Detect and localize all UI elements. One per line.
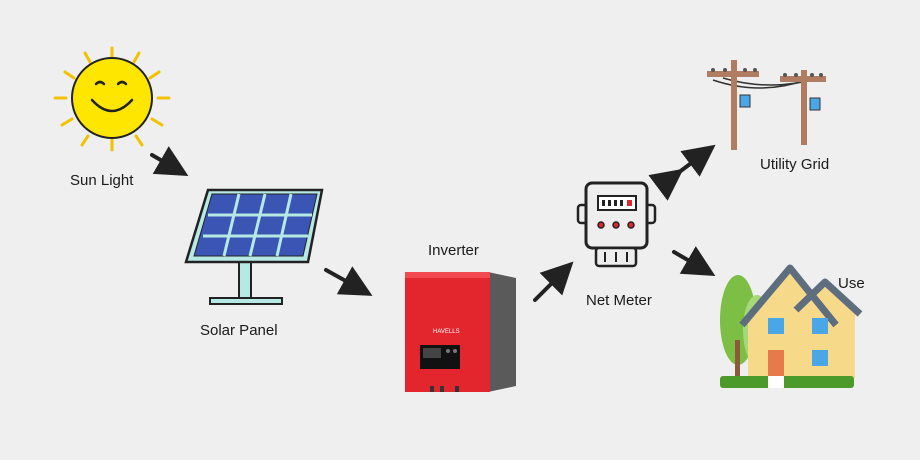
house-icon [720,264,863,388]
arrow-panel-to-inverter [324,266,373,296]
sun-light-label: Sun Light [70,172,134,189]
inverter-brand: HAVELLS [433,329,460,335]
arrow-inverter-to-meter [533,261,574,302]
utility-grid-icon [707,60,826,150]
arrow-meter-grid-bidirectional [648,144,716,201]
use-label: Use [838,275,865,292]
utility-grid-label: Utility Grid [760,156,830,173]
inverter-icon: HAVELLS [405,272,516,392]
inverter-label: Inverter [428,242,479,259]
solar-panel-icon [184,188,324,305]
net-meter-icon [576,181,657,268]
solar-panel-label: Solar Panel [200,322,278,339]
sun-icon [53,46,171,152]
net-meter-label: Net Meter [586,292,652,309]
arrow-sun-to-panel [150,146,189,176]
arrow-meter-to-house [672,246,716,277]
